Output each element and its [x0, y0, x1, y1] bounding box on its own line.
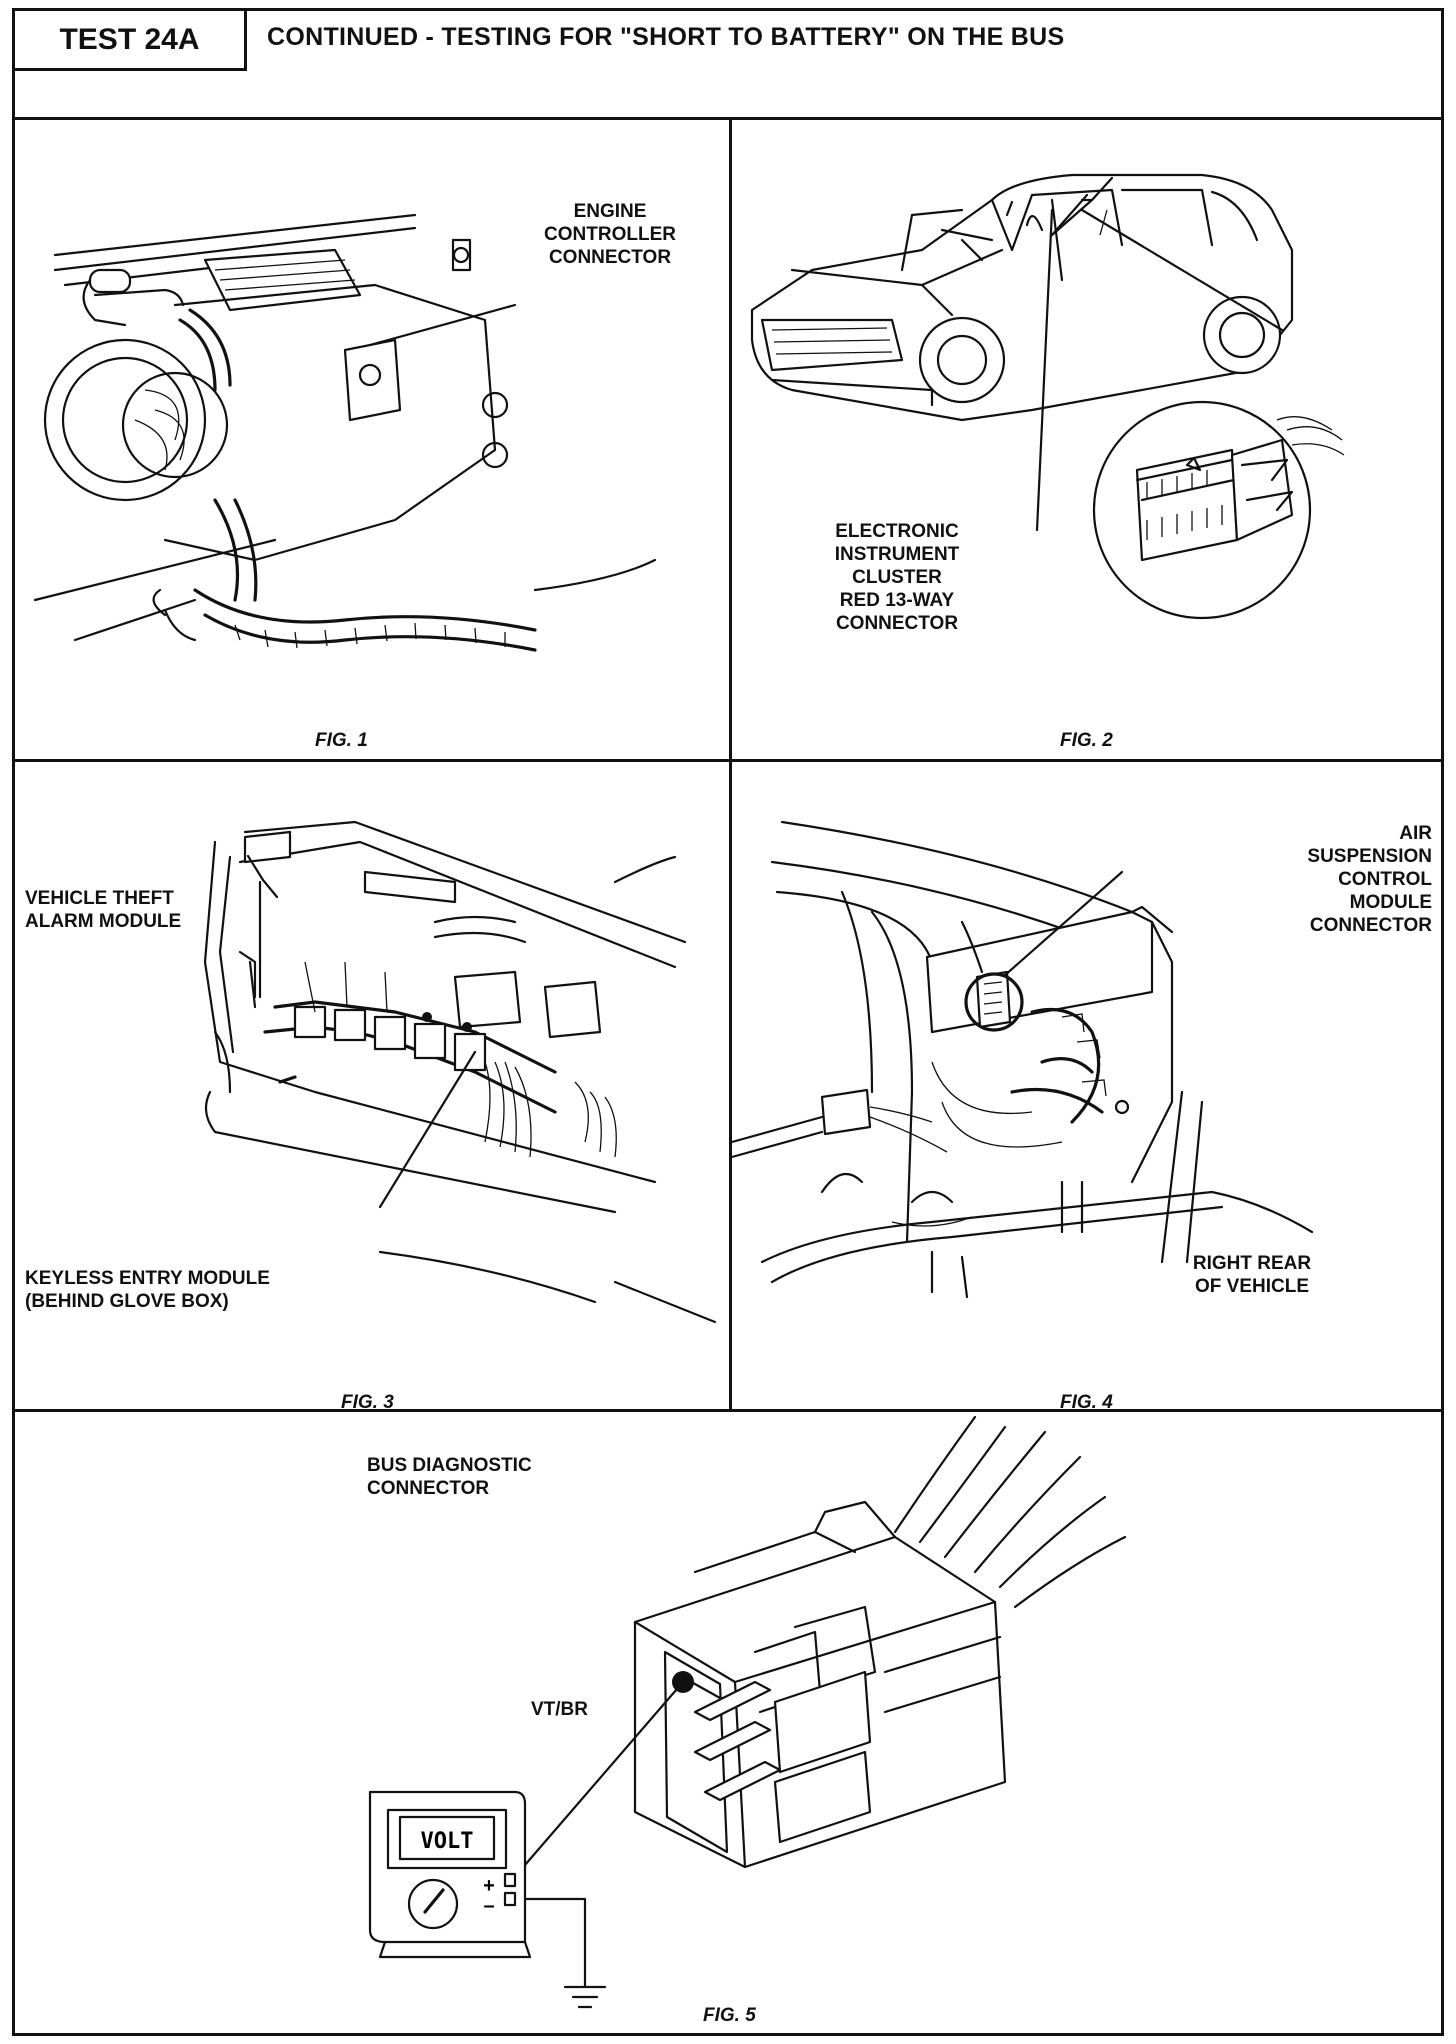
keyless-entry-module-label: KEYLESS ENTRY MODULE (BEHIND GLOVE BOX)	[25, 1268, 270, 1312]
engine-controller-connector-label: ENGINE CONTROLLER CONNECTOR	[544, 201, 676, 268]
figure-2-caption: FIG. 2	[1060, 730, 1113, 751]
air-suspension-module-connector-label: AIR SUSPENSION CONTROL MODULE CONNECTOR	[1307, 823, 1432, 936]
figure-1-caption: FIG. 1	[315, 730, 368, 751]
engine-compartment-illustration	[33, 213, 657, 652]
meter-minus-sign: –	[483, 1895, 494, 1917]
test-id: TEST 24A	[15, 11, 247, 71]
figure-2-panel: ELECTRONIC INSTRUMENT CLUSTER RED 13-WAY…	[732, 120, 1447, 759]
figure-1-panel: ENGINE CONTROLLER CONNECTOR FIG. 1	[15, 120, 729, 759]
figure-5-panel: VOLT + – BUS DIAGNOSTIC CONNECTOR VT/BR …	[15, 1412, 1441, 2033]
figure-4-caption: FIG. 4	[1060, 1392, 1113, 1413]
vehicle-illustration	[750, 173, 1345, 620]
grid-divider-row2	[15, 1409, 1441, 1412]
grid-divider-row1	[15, 759, 1441, 762]
meter-plus-sign: +	[483, 1875, 495, 1897]
bus-diagnostic-connector-illustration: VOLT + –	[368, 1415, 1127, 2009]
page-title: CONTINUED - TESTING FOR "SHORT TO BATTER…	[267, 23, 1065, 51]
page-header: TEST 24A CONTINUED - TESTING FOR "SHORT …	[15, 11, 1441, 120]
figure-4-panel: AIR SUSPENSION CONTROL MODULE CONNECTOR …	[730, 762, 1447, 1413]
meter-display-text: VOLT	[421, 1829, 474, 1854]
figure-3-panel: VEHICLE THEFT ALARM MODULE KEYLESS ENTRY…	[15, 762, 729, 1413]
theft-alarm-module-label: VEHICLE THEFT ALARM MODULE	[25, 888, 182, 932]
service-manual-page: TEST 24A CONTINUED - TESTING FOR "SHORT …	[12, 8, 1444, 2036]
figure-3-caption: FIG. 3	[341, 1392, 394, 1413]
figure-5-caption: FIG. 5	[703, 2005, 756, 2026]
grid-divider-vertical	[729, 117, 732, 1411]
vt-br-wire-label: VT/BR	[531, 1699, 588, 1720]
dash-underside-illustration	[203, 820, 717, 1324]
instrument-cluster-connector-label: ELECTRONIC INSTRUMENT CLUSTER RED 13-WAY…	[834, 521, 960, 634]
bus-diagnostic-connector-label: BUS DIAGNOSTIC CONNECTOR	[367, 1455, 532, 1499]
right-rear-of-vehicle-label: RIGHT REAR OF VEHICLE	[1192, 1253, 1312, 1297]
trunk-area-illustration	[730, 820, 1314, 1299]
